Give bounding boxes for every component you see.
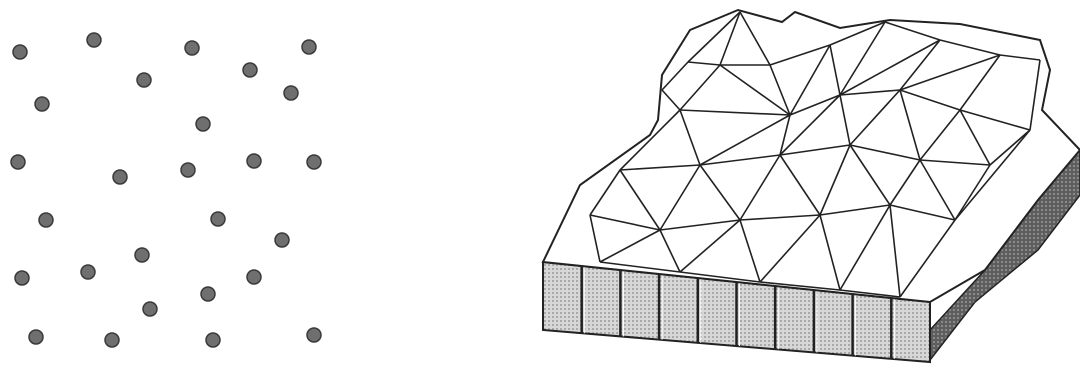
tin-block-panel — [543, 10, 1080, 362]
sample-point — [284, 86, 298, 100]
sample-point — [275, 233, 289, 247]
sample-point — [247, 154, 261, 168]
sample-point — [211, 212, 225, 226]
sample-point — [105, 333, 119, 347]
sample-point — [113, 170, 127, 184]
sample-point — [307, 328, 321, 342]
sample-point — [143, 302, 157, 316]
sample-point — [302, 40, 316, 54]
sample-point — [185, 41, 199, 55]
sample-point — [13, 45, 27, 59]
sample-point — [87, 33, 101, 47]
sample-point — [135, 248, 149, 262]
sample-point — [206, 333, 220, 347]
sample-point — [247, 270, 261, 284]
sample-point — [29, 330, 43, 344]
scattered-points-panel — [11, 33, 321, 347]
sample-point — [201, 287, 215, 301]
sample-point — [11, 155, 25, 169]
sample-point — [307, 155, 321, 169]
sample-point — [243, 63, 257, 77]
sample-point — [137, 73, 151, 87]
sample-point — [15, 271, 29, 285]
sample-point — [39, 213, 53, 227]
sample-point — [196, 117, 210, 131]
sample-point — [81, 265, 95, 279]
sample-point — [181, 163, 195, 177]
sample-point — [35, 97, 49, 111]
